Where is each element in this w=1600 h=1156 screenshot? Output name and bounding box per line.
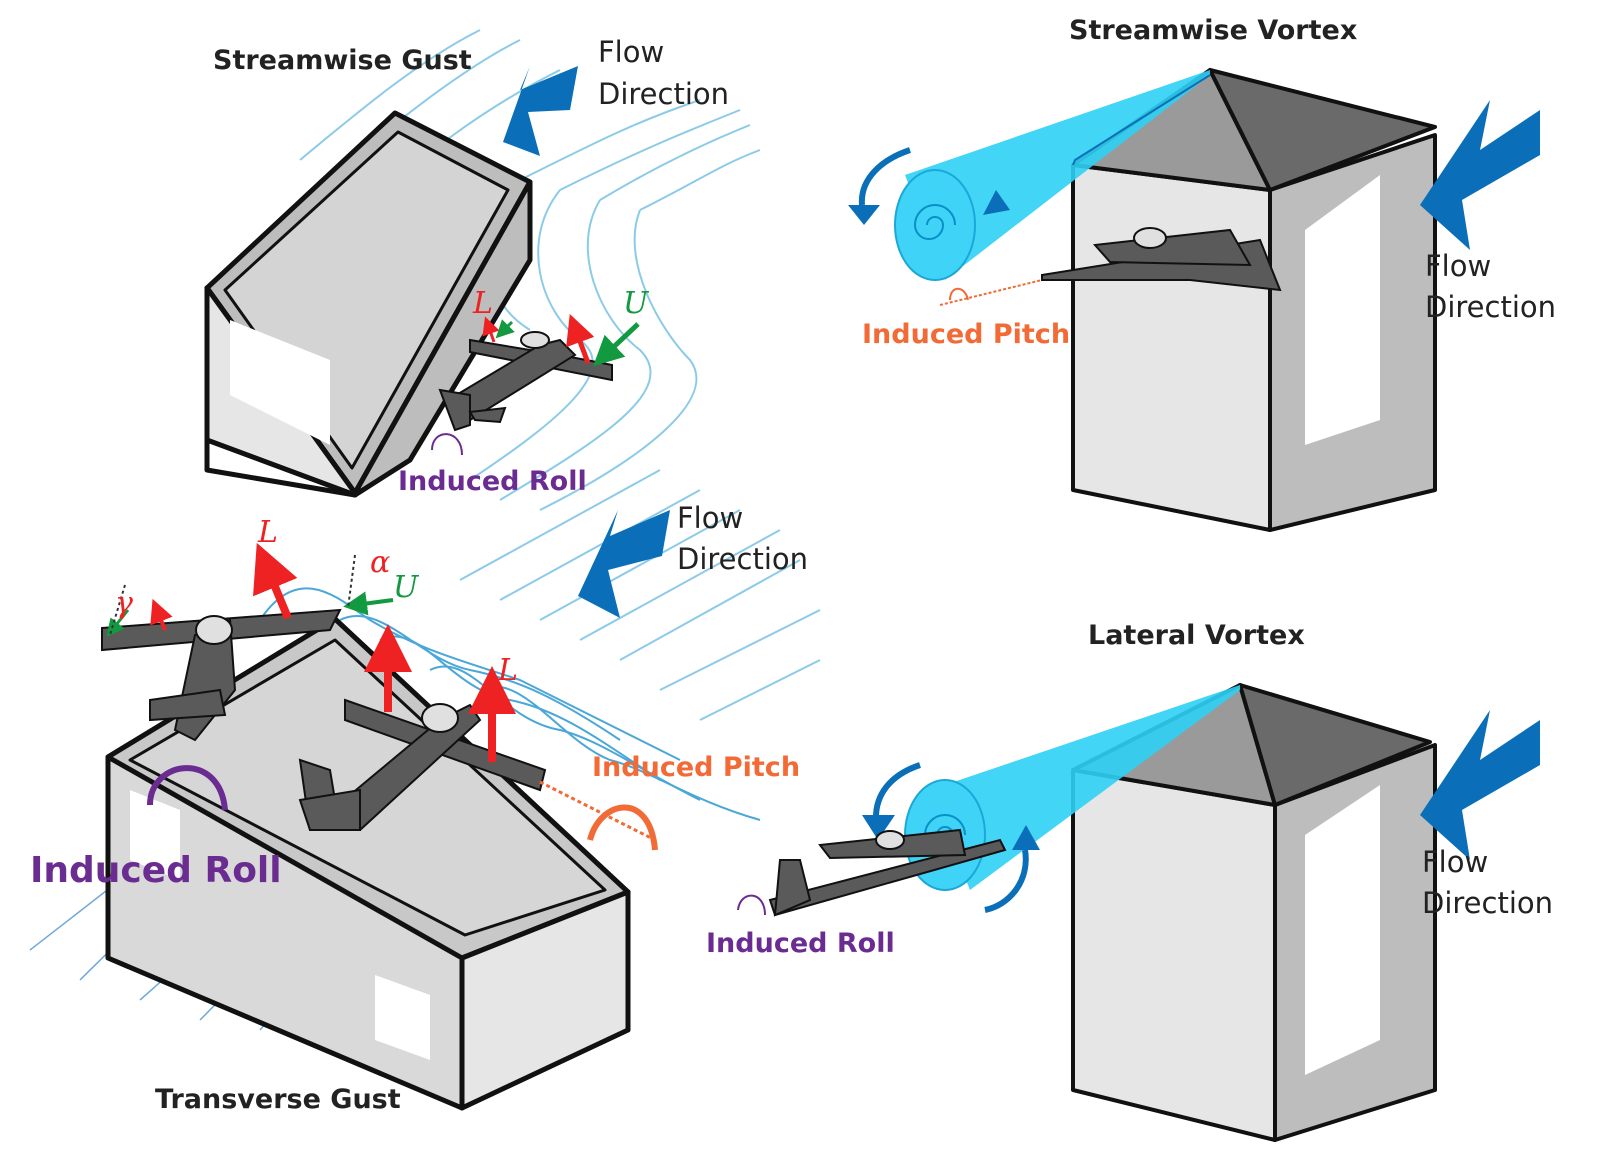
lift-arrow-small	[482, 316, 500, 343]
panel-transverse-gust: Flow Direction Transverse Gust L L U α	[29, 469, 821, 1115]
panel-title: Transverse Gust	[155, 1084, 401, 1115]
vortex-rotation-arrow	[984, 849, 1029, 913]
airplane	[1041, 227, 1282, 292]
pitch-axis	[939, 279, 1043, 306]
sideslip-symbol: γ	[115, 586, 133, 621]
velocity-arrow-small	[106, 609, 130, 638]
flow-arrow	[1420, 100, 1540, 250]
velocity-symbol: U	[623, 286, 650, 321]
lift-symbol: L	[472, 286, 493, 321]
flow-arrow	[1420, 710, 1540, 860]
lift-arrow-small	[150, 598, 173, 631]
flow-arrow	[578, 510, 670, 618]
arrowhead-icon	[848, 205, 880, 225]
panel-lateral-vortex: Flow Direction Lateral Vortex Induced Ro…	[706, 620, 1553, 1142]
flow-label-line1: Flow	[1425, 249, 1491, 283]
induced-pitch-label: Induced Pitch	[592, 752, 800, 783]
induced-roll-label: Induced Roll	[398, 466, 587, 497]
pitch-arrow-icon	[949, 287, 969, 301]
induced-pitch-label: Induced Pitch	[862, 319, 1070, 350]
airplane	[298, 698, 547, 832]
roll-arrow-icon	[737, 894, 766, 916]
airplane	[438, 331, 613, 432]
roll-arrow-icon	[431, 433, 463, 456]
panel-streamwise-gust: Flow Direction Streamwise Gust L U Induc…	[204, 29, 761, 511]
pitch-axis	[539, 780, 656, 842]
velocity-arrow-small	[495, 319, 515, 339]
panel-title: Streamwise Vortex	[1069, 15, 1357, 46]
window	[1305, 175, 1380, 445]
window	[375, 975, 430, 1060]
velocity-symbol: U	[393, 570, 420, 605]
roll-arrow-icon	[147, 765, 228, 811]
reference-line	[109, 584, 126, 636]
airplane	[101, 608, 342, 742]
window	[230, 320, 330, 445]
reference-line	[347, 554, 356, 609]
panel-title: Lateral Vortex	[1088, 620, 1305, 651]
lift-arrow	[253, 542, 298, 620]
arrowhead-icon	[983, 190, 1010, 215]
building	[204, 110, 533, 498]
flow-label-line2: Direction	[1425, 290, 1556, 324]
window	[1305, 785, 1380, 1075]
arrowhead-icon	[862, 815, 895, 840]
vortex-rotation-arrow	[858, 147, 911, 206]
flow-label-line1: Flow	[677, 501, 743, 535]
lift-symbol: L	[497, 653, 518, 688]
arrowhead-icon	[1012, 825, 1040, 850]
window	[130, 790, 180, 880]
vortex-tube	[894, 70, 1211, 281]
pitch-arrow-icon	[587, 804, 658, 851]
velocity-arrow	[343, 591, 394, 616]
velocity-arrow	[593, 322, 640, 367]
panel-streamwise-vortex: Flow Direction Streamwise Vortex Induced…	[848, 15, 1556, 532]
induced-roll-label: Induced Roll	[706, 928, 895, 959]
vortex-rotation-arrow	[872, 762, 921, 821]
flow-label-line1: Flow	[1422, 845, 1488, 879]
flow-label-line2: Direction	[677, 542, 808, 576]
flow-arrow	[503, 66, 578, 156]
airplane	[768, 828, 1007, 917]
angle-of-attack-symbol: α	[370, 545, 390, 580]
lift-symbol: L	[257, 515, 278, 550]
flow-label-line2: Direction	[598, 77, 729, 111]
flow-label-line2: Direction	[1422, 886, 1553, 920]
flow-label-line1: Flow	[598, 35, 664, 69]
induced-roll-label: Induced Roll	[30, 850, 282, 891]
lift-arrow	[566, 313, 595, 364]
building	[1071, 68, 1437, 532]
panel-title: Streamwise Gust	[213, 45, 472, 76]
